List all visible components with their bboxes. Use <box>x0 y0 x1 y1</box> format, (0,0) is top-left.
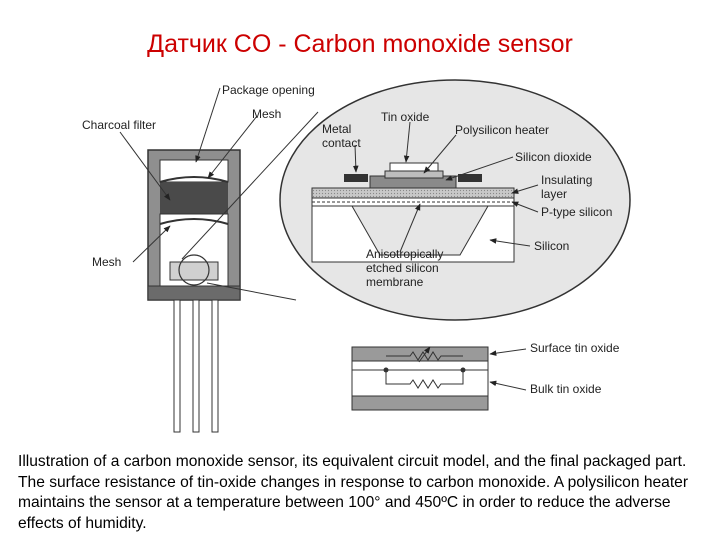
label-mesh-bottom: Mesh <box>92 255 121 269</box>
insulating-layer <box>311 187 515 199</box>
lead-2 <box>192 299 200 433</box>
magnify-circle <box>178 254 210 286</box>
mesh-top <box>159 176 229 183</box>
sensor-diagram: Package opening Mesh Charcoal filter Mes… <box>82 79 631 433</box>
equivalent-circuit <box>351 346 489 411</box>
silicon-substrate <box>311 205 515 263</box>
label-insulating-layer-2: layer <box>541 187 567 201</box>
label-metal-contact-1: Metal <box>322 122 351 136</box>
circuit-body <box>351 360 489 397</box>
label-surface-tin-oxide: Surface tin oxide <box>530 341 620 355</box>
label-tin-oxide: Tin oxide <box>381 110 430 124</box>
bulk-layer <box>351 395 489 411</box>
sensor-die <box>169 261 219 281</box>
label-metal-contact-2: contact <box>322 136 361 150</box>
charcoal-filter <box>160 182 228 214</box>
label-insulating-layer-1: Insulating <box>541 173 592 187</box>
metal-contact-right <box>458 174 482 182</box>
lead-3 <box>211 299 219 433</box>
label-etched-3: membrane <box>366 275 424 289</box>
label-charcoal-filter: Charcoal filter <box>82 118 156 132</box>
surface-layer <box>351 346 489 362</box>
label-mesh-top: Mesh <box>252 107 281 121</box>
label-etched-2: etched silicon <box>366 261 439 275</box>
label-polysilicon-heater: Polysilicon heater <box>455 123 549 137</box>
label-silicon-dioxide: Silicon dioxide <box>515 150 592 164</box>
lead-1 <box>173 299 181 433</box>
metal-contact-left <box>344 174 368 182</box>
zoom-line-2 <box>206 282 297 301</box>
label-p-type-silicon: P-type silicon <box>541 205 612 219</box>
caption: Illustration of a carbon monoxide sensor… <box>18 453 689 532</box>
label-bulk-tin-oxide: Bulk tin oxide <box>530 382 602 396</box>
surface-resistor <box>386 351 463 361</box>
package-base <box>147 285 241 301</box>
slide-title: Датчик CO - Carbon monoxide sensor <box>147 30 573 58</box>
cross-section <box>311 162 515 263</box>
polysilicon-heater-layer <box>384 170 444 179</box>
mesh-bottom <box>159 218 229 225</box>
sensor-package <box>147 149 241 433</box>
label-etched-1: Anisotropically <box>366 247 443 261</box>
zoom-line-1 <box>181 111 319 260</box>
bulk-resistor <box>385 370 464 389</box>
label-package-opening: Package opening <box>222 83 315 97</box>
label-silicon: Silicon <box>534 239 569 253</box>
